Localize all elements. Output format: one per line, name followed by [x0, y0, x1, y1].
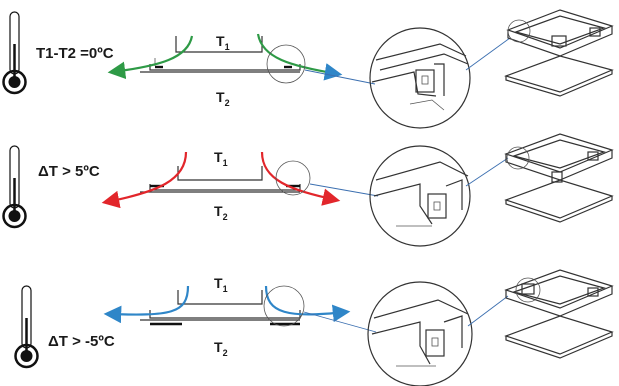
- condition-label: ΔT > 5ºC: [38, 163, 100, 180]
- t2-label: T2: [214, 203, 228, 222]
- condition-label: T1-T2 =0ºC: [36, 45, 114, 62]
- airflow-arrow-right: [264, 285, 351, 323]
- airflow-arrow-right: [260, 151, 341, 206]
- row-2: ΔT > 5ºC T1 T2: [2, 133, 614, 247]
- detail-zoom-circle: [369, 145, 471, 247]
- condition-label: ΔT > -5ºC: [48, 333, 115, 350]
- zoom-circle-small: [263, 285, 305, 327]
- airflow-arrow-right: [256, 33, 343, 81]
- airflow-arrow-left: [103, 285, 190, 324]
- thermometer-icon: [2, 11, 27, 95]
- t1-label: T1: [216, 33, 230, 52]
- thermometer-icon: [2, 145, 27, 229]
- t2-label: T2: [216, 89, 230, 108]
- zoom-circle-small: [275, 160, 311, 196]
- zoom-circle-small: [266, 44, 306, 84]
- t1-label: T1: [214, 275, 228, 294]
- t1-label: T1: [214, 149, 228, 168]
- detail-zoom-circle: [367, 281, 473, 386]
- airflow-arrow-left: [107, 35, 194, 80]
- airflow-arrow-left: [101, 151, 188, 209]
- cassette-unit-drawing: [504, 133, 614, 223]
- t2-label: T2: [214, 339, 228, 358]
- thermometer-icon: [14, 285, 39, 369]
- cassette-unit-drawing: [504, 269, 614, 359]
- row-1: T1-T2 =0ºC T1 T2: [2, 9, 614, 129]
- cassette-unit-drawing: [504, 9, 614, 97]
- row-3: ΔT > -5ºC T1 T2: [14, 269, 614, 386]
- detail-zoom-circle: [369, 27, 471, 129]
